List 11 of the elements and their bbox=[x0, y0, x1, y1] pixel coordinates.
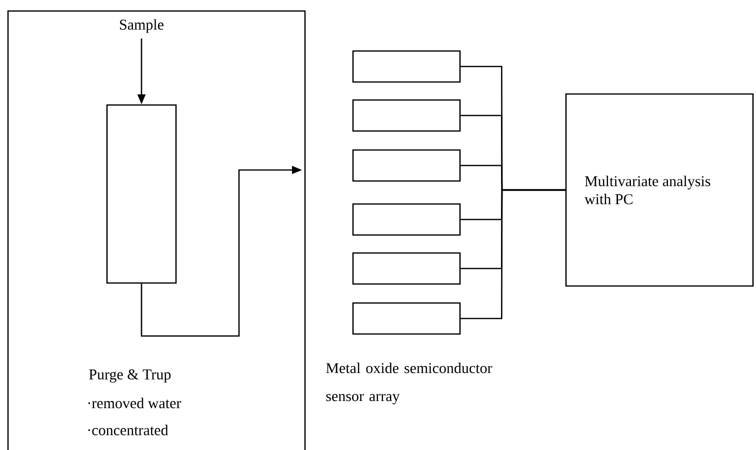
sensor-box bbox=[352, 203, 461, 236]
sensor-box bbox=[352, 149, 461, 182]
sensor-box bbox=[352, 302, 461, 335]
analysis-box: Multivariate analysis with PC bbox=[565, 93, 754, 287]
input-label: Sample bbox=[120, 19, 164, 33]
sensor-box bbox=[352, 99, 461, 132]
caption: Metal oxide semiconductor sensor array bbox=[326, 362, 492, 404]
connector-line bbox=[460, 189, 566, 320]
sensor-box bbox=[352, 50, 461, 83]
column-box bbox=[106, 104, 177, 284]
sensor-box bbox=[352, 252, 461, 285]
